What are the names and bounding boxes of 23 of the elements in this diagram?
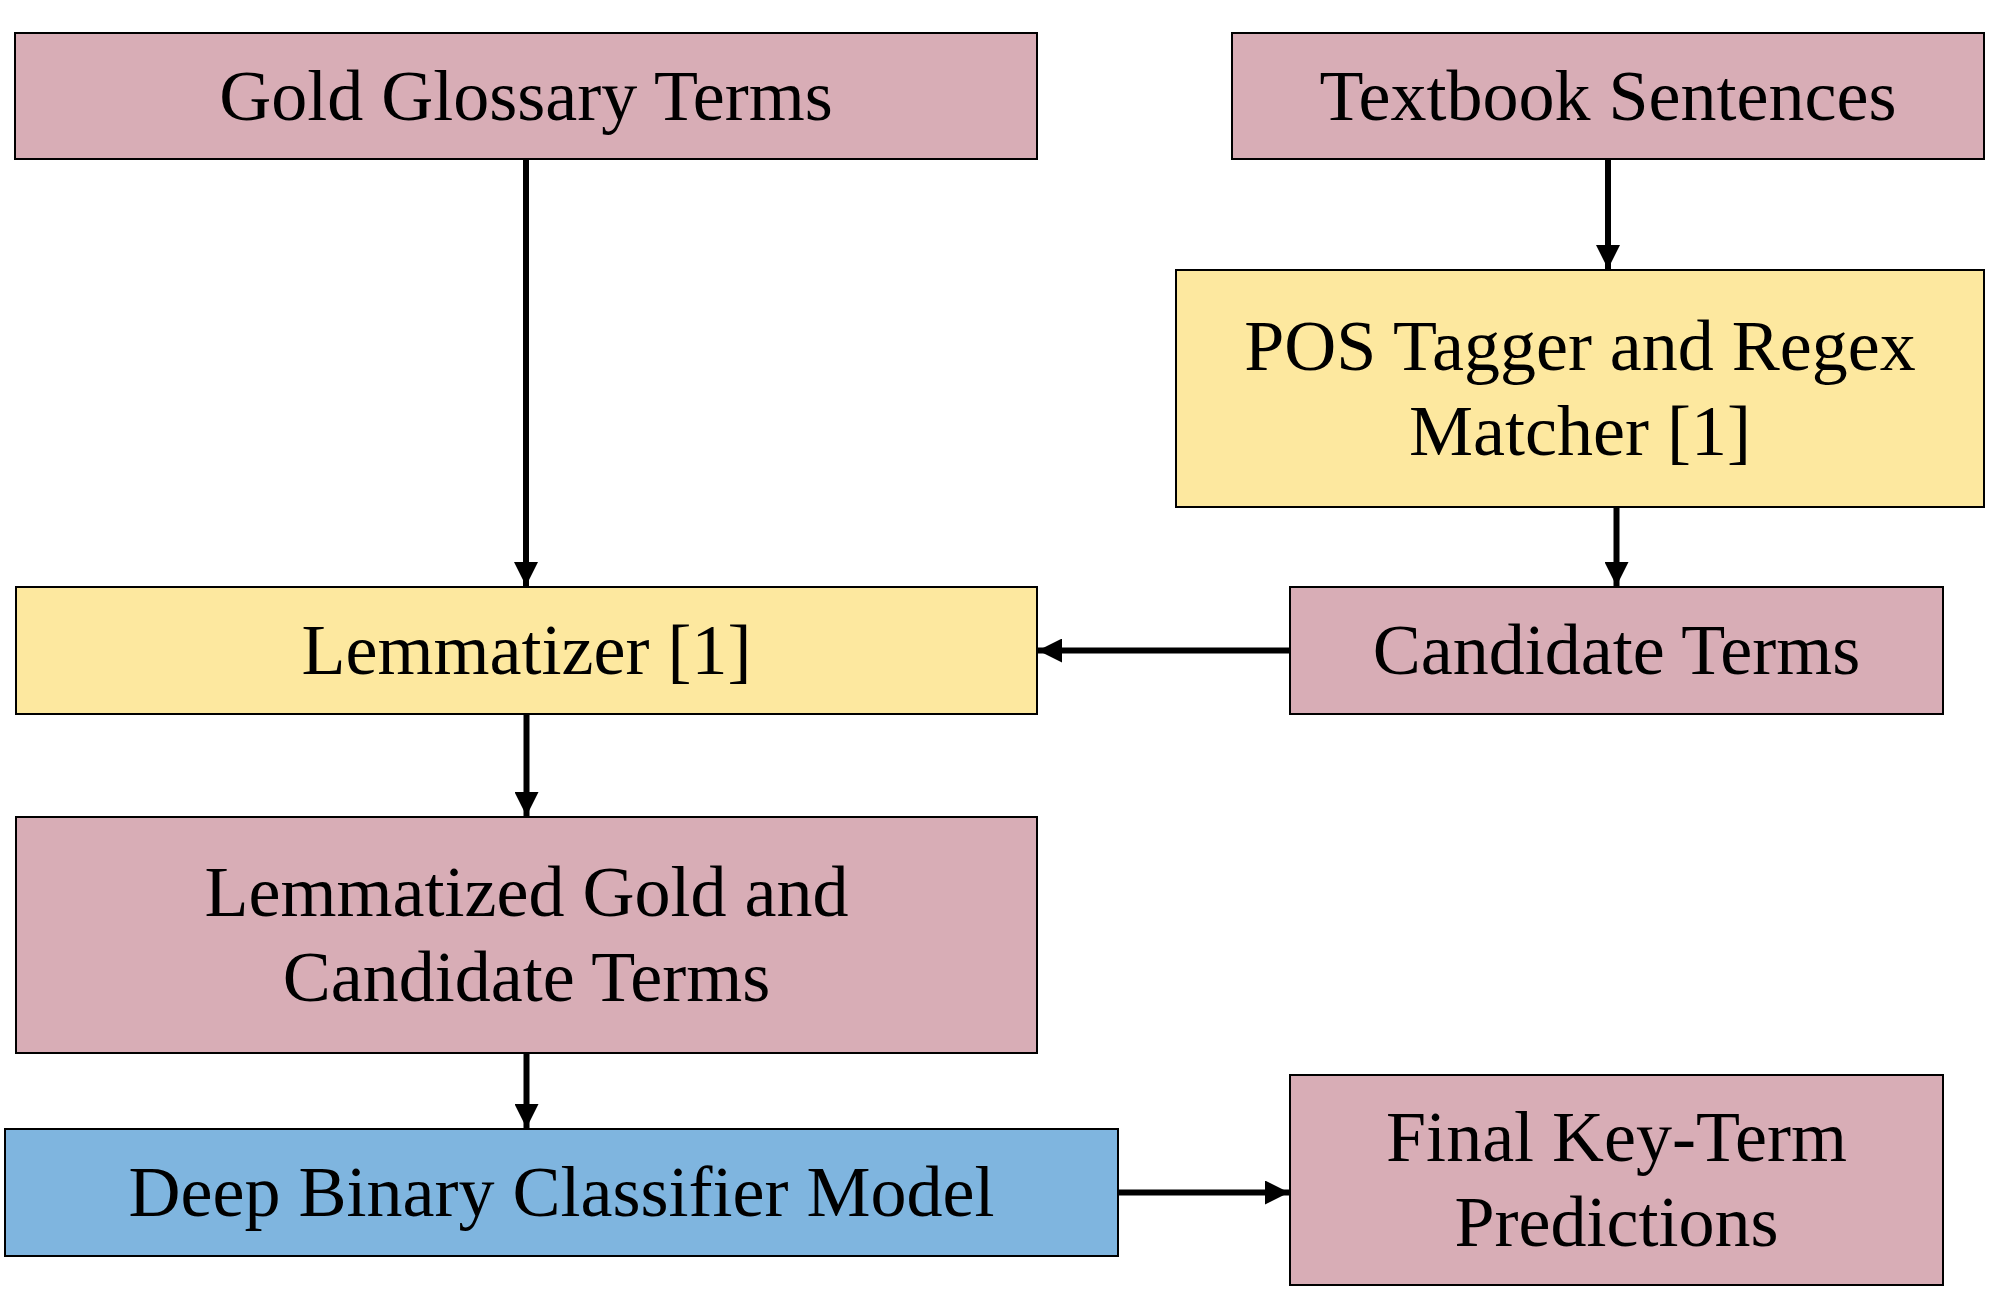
process-box: [1175, 269, 1985, 508]
process-box: [15, 586, 1038, 715]
process-box: [15, 816, 1038, 1054]
arrow: [514, 1054, 539, 1128]
box-label: Candidate Terms: [1372, 609, 1861, 692]
arrow: [1038, 638, 1289, 663]
box-label: POS Tagger and Regex Matcher [1]: [1243, 304, 1917, 473]
arrow: [514, 160, 538, 586]
box-label: Textbook Sentences: [1319, 54, 1897, 138]
arrow: [1119, 1180, 1289, 1205]
arrow: [1596, 160, 1620, 269]
box-label: Gold Glossary Terms: [219, 54, 833, 138]
arrow: [514, 715, 539, 816]
box-label: Final Key-Term Predictions: [1385, 1096, 1848, 1264]
process-box: [4, 1128, 1119, 1257]
box-label: Lemmatized Gold and Candidate Terms: [203, 851, 850, 1019]
process-box: [1231, 32, 1985, 160]
process-box: [1289, 586, 1944, 715]
box-label: Lemmatizer [1]: [301, 609, 752, 692]
arrow: [1604, 508, 1629, 586]
box-label: Deep Binary Classifier Model: [128, 1151, 995, 1234]
process-box: [14, 32, 1038, 160]
process-box: [1289, 1074, 1944, 1286]
